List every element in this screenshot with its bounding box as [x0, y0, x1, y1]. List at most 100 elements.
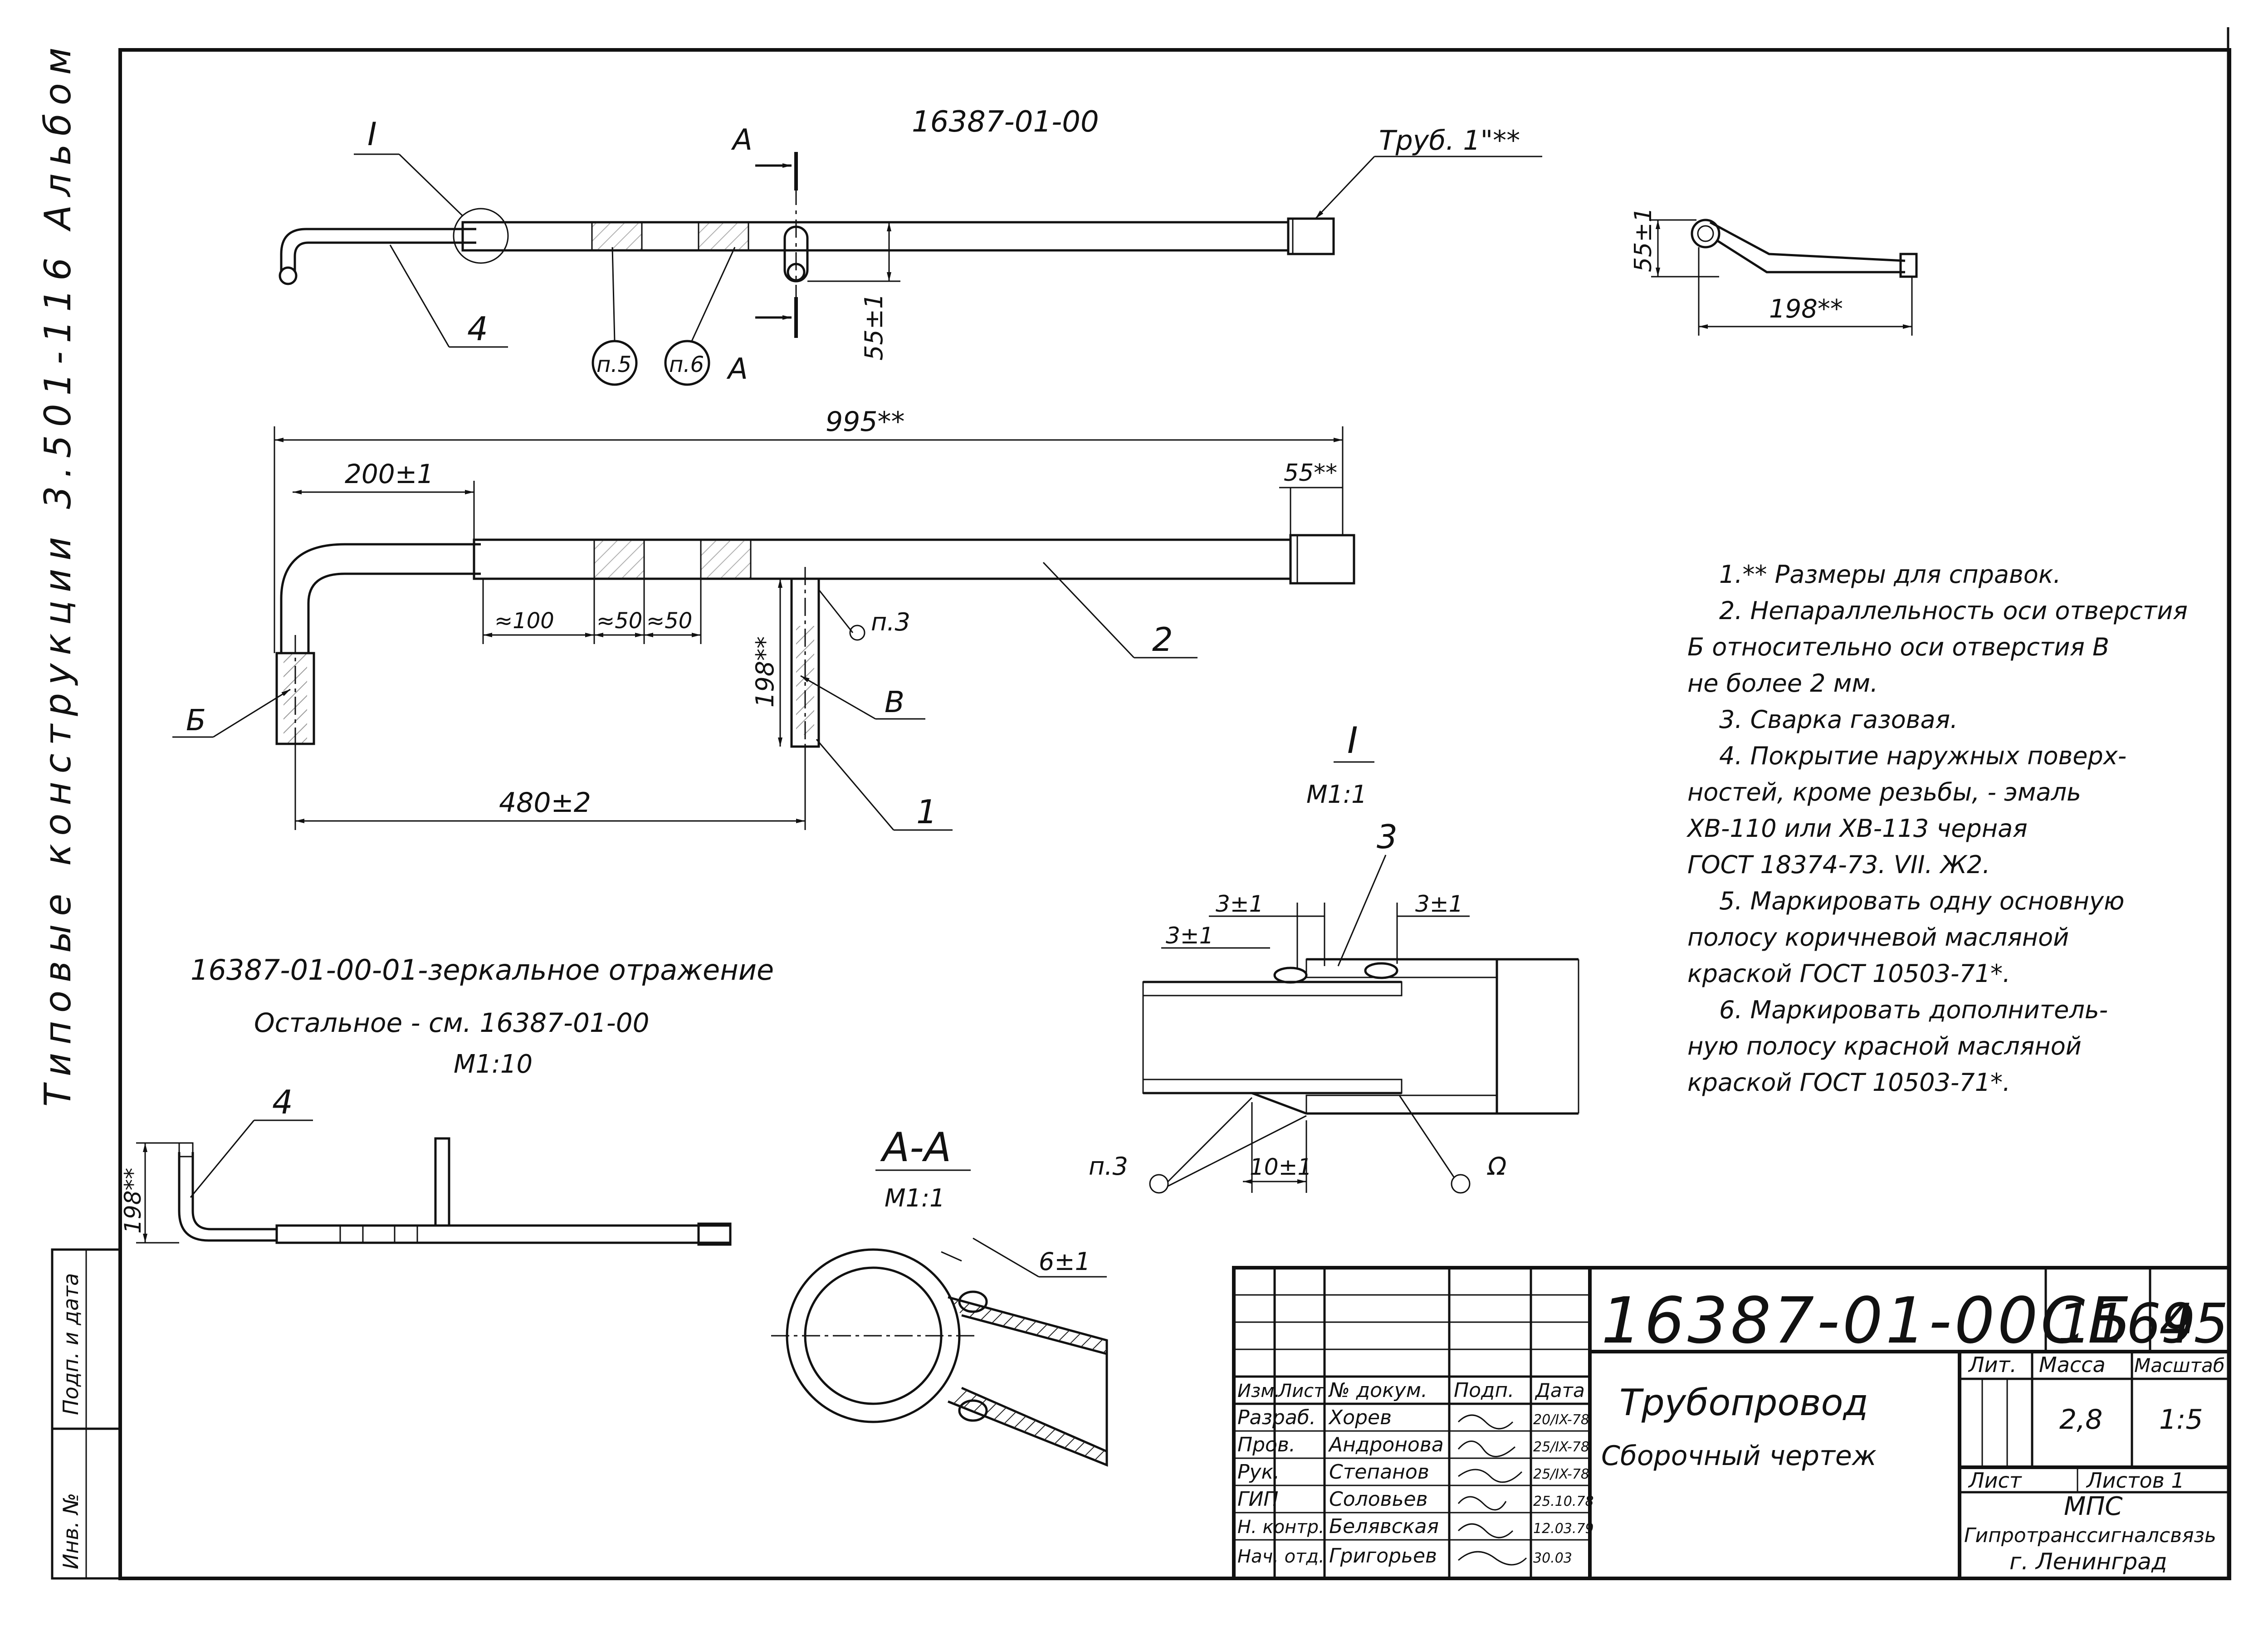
title-block: Изм. Лист № докум. Подп. Дата Разраб. Хо… [1232, 1266, 2231, 1580]
dim-50a: ≈50 [596, 608, 642, 634]
dim-50b: ≈50 [646, 608, 692, 634]
top-view: А А I 4 п.5 п.6 55±1 Труб. 1"** 16387-01… [279, 105, 1542, 386]
note-line: краской ГОСТ 10503-71*. [1687, 1068, 2010, 1097]
dim-480: 480±2 [499, 787, 591, 819]
top-dim-55: 55±1 [860, 293, 888, 361]
tb-lit: Лит. [1968, 1353, 2017, 1377]
tb-mass: Масса [2039, 1353, 2106, 1377]
end-dim-55: 55±1 [1630, 207, 1657, 272]
tb-role: Рук. [1237, 1460, 1280, 1484]
note-p6: п.6 [669, 352, 704, 377]
tb-hdr-sign: Подп. [1454, 1379, 1514, 1402]
note-line: 2. Непараллельность оси отверстия [1719, 596, 2188, 625]
tb-hdr-date: Дата [1535, 1379, 1585, 1402]
front-view: 995** 200±1 55** ≈100 ≈50 ≈50 198** 480±… [172, 406, 1355, 831]
mirror-dim-198: 198** [120, 1168, 146, 1234]
tb-hdr-list: Лист [1277, 1381, 1325, 1402]
tb-role-date: 20/IX-78 [1533, 1412, 1589, 1428]
detail-i-scale: М1:1 [1306, 780, 1367, 809]
section-aa: А-А М1:1 6±1 [771, 1124, 1108, 1467]
tb-doc-number: 16387-01-00СБ [1601, 1284, 2134, 1358]
side-stamp: Подп. и дата Инв. № [51, 1248, 122, 1580]
note-line: 3. Сварка газовая. [1719, 705, 1958, 734]
top-pipe [461, 221, 1290, 252]
tb-role: Н. контр. [1237, 1517, 1325, 1538]
detail-note-omega: Ω [1487, 1152, 1506, 1181]
signature [1457, 1496, 1507, 1511]
tb-hdr-doc: № докум. [1328, 1379, 1427, 1402]
signature [1457, 1414, 1514, 1430]
tb-role: Пров. [1237, 1433, 1295, 1456]
tb-role-name: Хорев [1328, 1406, 1392, 1429]
note-line: 6. Маркировать дополнитель- [1719, 996, 2108, 1024]
tb-role-date: 25/IX-78 [1533, 1466, 1589, 1482]
tb-role: Разраб. [1237, 1406, 1316, 1429]
tb-org2: Гипротранссигналсвязь [1964, 1524, 2216, 1547]
mirror-line2: Остальное - см. 16387-01-00 [254, 1007, 650, 1038]
note-line: 1.** Размеры для справок. [1719, 560, 2061, 589]
detail-i-title: I [1347, 719, 1358, 762]
note-line: ГОСТ 18374-73. VII. Ж2. [1687, 850, 1990, 879]
end-dim-198: 198** [1769, 294, 1843, 324]
signature [1458, 1469, 1523, 1483]
detail-mark-i: I [367, 116, 377, 153]
signature [1458, 1551, 1527, 1566]
notes-block: 1.** Размеры для справок. 2. Непараллель… [1686, 560, 2188, 1097]
tb-role-name: Степанов [1329, 1460, 1429, 1484]
tb-role-name: Белявская [1329, 1515, 1439, 1538]
tb-scale: Масштаб [2134, 1354, 2225, 1377]
hole-v: В [885, 686, 904, 719]
pos-1: 1 [916, 793, 937, 831]
tb-role-name: Андронова [1328, 1433, 1444, 1456]
tb-org3: г. Ленинград [2009, 1548, 2167, 1575]
detail-pos-3: 3 [1377, 818, 1398, 856]
note-line: краской ГОСТ 10503-71*. [1687, 959, 2010, 988]
detail-dim-3b: 3±1 [1166, 923, 1214, 949]
tb-role-date: 30.03 [1533, 1550, 1572, 1566]
dim-995: 995** [826, 406, 905, 438]
signature [1457, 1523, 1514, 1538]
sheet-frame [118, 48, 2231, 1580]
pos-4-top: 4 [467, 310, 488, 348]
tb-scale-value: 1:5 [2159, 1404, 2203, 1436]
detail-dim-3a: 3±1 [1216, 891, 1264, 917]
detail-i: I М1:1 3 3±1 3±1 3±1 10±1 п.3 [1089, 719, 1579, 1194]
section-dim-6: 6±1 [1039, 1247, 1090, 1276]
tb-sheet-no: 45 [2159, 1293, 2229, 1356]
tb-role-date: 12.03.79 [1533, 1521, 1594, 1537]
tb-hdr-izm: Изм. [1237, 1381, 1280, 1402]
dim-200: 200±1 [345, 459, 434, 489]
mirror-view: 16387-01-00-01-зеркальное отражение Оста… [120, 953, 774, 1246]
front-thread [1289, 534, 1355, 585]
tb-mass-value: 2,8 [2059, 1404, 2102, 1436]
section-aa-scale: М1:1 [885, 1184, 945, 1212]
note-line: 4. Покрытие наружных поверх- [1719, 742, 2126, 770]
tb-sheets: Листов 1 [2086, 1468, 2185, 1493]
tb-role-date: 25.10.78 [1533, 1494, 1594, 1509]
top-view-title: 16387-01-00 [912, 105, 1099, 139]
note-p5: п.5 [596, 352, 631, 377]
detail-note-p3: п.3 [1089, 1152, 1128, 1181]
note-line: полосу коричневой масляной [1687, 923, 2069, 952]
mirror-scale: М1:10 [454, 1050, 533, 1079]
tb-role: Нач. отд. [1237, 1546, 1325, 1567]
tb-doc-type: Сборочный чертеж [1601, 1440, 1877, 1472]
tb-sheet: Лист [1968, 1468, 2022, 1493]
tb-name: Трубопровод [1619, 1382, 1868, 1424]
tb-role-name: Григорьев [1329, 1544, 1437, 1568]
dim-55-front: 55** [1284, 459, 1337, 487]
pipe-label: Труб. 1"** [1379, 125, 1520, 156]
mirror-line1: 16387-01-00-01-зеркальное отражение [191, 953, 774, 986]
mirror-pos-4: 4 [272, 1083, 293, 1121]
tb-album-no: 1169 [2057, 1293, 2195, 1356]
section-mark-a-bottom: А [726, 352, 748, 386]
section-mark-a-top: А [731, 123, 753, 157]
side-sign-date: Подп. и дата [59, 1273, 83, 1415]
hole-b: Б [186, 704, 206, 737]
note-line: ХВ-110 или ХВ-113 черная [1686, 814, 2028, 843]
note-line: Б относительно оси отверстия В [1687, 633, 2109, 661]
dim-100: ≈100 [494, 608, 554, 634]
section-aa-title: А-А [880, 1124, 951, 1171]
